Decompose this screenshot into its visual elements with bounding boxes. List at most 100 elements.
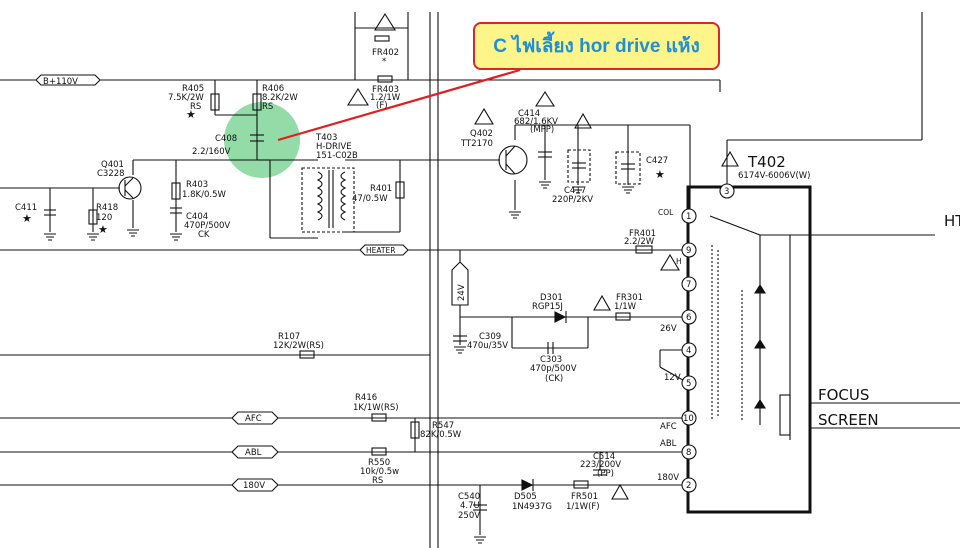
screen-output-label: SCREEN — [818, 411, 879, 429]
fr403-label: FR403 — [372, 85, 399, 95]
t403-part: 151-C02B — [316, 151, 358, 161]
c514-capacitor — [593, 469, 607, 476]
d505-label: D505 — [514, 492, 537, 502]
d505-diode — [521, 479, 534, 491]
d301-part: RGP15J — [532, 302, 563, 312]
c404-value: 470P/500V — [184, 221, 230, 231]
pin-26v-label: 26V — [660, 324, 677, 334]
fr403-fuse-resistor — [347, 75, 393, 106]
r406-label: R406 — [262, 84, 284, 94]
r418-resistor — [88, 209, 98, 225]
d301-diode — [554, 311, 567, 323]
r547-value: 82K/0.5W — [420, 430, 462, 440]
c427-label: C427 — [646, 156, 668, 166]
net-abl-label: ABL — [245, 448, 262, 458]
r405-resistor — [210, 93, 220, 111]
t402-flyback — [681, 183, 812, 514]
r418-value: 120 — [96, 213, 112, 223]
svg-text:★: ★ — [98, 223, 108, 236]
c309-value: 470u/35V — [467, 341, 508, 351]
r107-value: 12K/2W(RS) — [273, 341, 324, 351]
c411-label: C411 — [15, 203, 37, 213]
d505-part: 1N4937G — [512, 502, 552, 512]
pin-h-label: H — [676, 257, 682, 266]
pin-9: 9 — [686, 246, 691, 256]
r403-label: R403 — [186, 180, 208, 190]
pin-6: 6 — [686, 313, 691, 323]
fr402-label: FR402 — [372, 48, 399, 58]
svg-text:★: ★ — [186, 108, 196, 121]
pin-180v-label: 180V — [657, 473, 679, 483]
focus-output-label: FOCUS — [818, 386, 869, 404]
net-180v-label: 180V — [243, 481, 265, 491]
ground-symbols — [44, 181, 634, 544]
c408-label: C408 — [215, 134, 237, 144]
c303-capacitor — [547, 342, 554, 354]
c303-label: C303 — [540, 355, 562, 365]
r405-note: RS — [190, 102, 201, 112]
t403-type: H-DRIVE — [316, 142, 352, 152]
pin-10: 10 — [683, 414, 694, 424]
r406-note: RS — [262, 102, 273, 112]
c540-value: 4.7U — [460, 501, 480, 511]
fr501-value: 1/1W(F) — [566, 502, 600, 512]
t402-spec: 6174V-6006V(W) — [738, 171, 811, 181]
r550-value: 10k/0.5w — [360, 467, 399, 477]
fr301-label: FR301 — [616, 293, 643, 303]
r547-resistor — [410, 421, 420, 439]
c514-label: C514 — [593, 452, 615, 462]
r107-label: R107 — [278, 332, 300, 342]
r403-resistor — [171, 182, 181, 200]
c540-capacitor — [473, 504, 487, 511]
t402-label: T402 — [747, 153, 786, 171]
r550-resistor — [371, 447, 387, 456]
net-flags — [35, 74, 409, 492]
fr301-fuse-resistor — [593, 294, 631, 321]
fr401-label: FR401 — [629, 229, 656, 239]
c414-capacitor — [534, 90, 592, 158]
c540-voltage: 250V — [458, 511, 480, 521]
q401-part: C3228 — [97, 169, 125, 179]
net-24v-label: 24V — [457, 284, 467, 301]
net-b110-label: B+110V — [43, 77, 78, 87]
pin-5: 5 — [686, 379, 691, 389]
t403-transformer — [301, 167, 355, 233]
c414-value: 682/1.6KV — [514, 117, 558, 127]
pin-3: 3 — [724, 187, 729, 197]
fr501-fuse-resistor — [573, 480, 629, 500]
pin-afc-label: AFC — [660, 422, 677, 432]
fr401-fuse-resistor — [635, 245, 680, 271]
r547-label: R547 — [432, 421, 454, 431]
net-heater-label: HEATER — [366, 246, 395, 255]
r401-value: 47/0.5W — [352, 194, 388, 204]
fr402-mark: * — [382, 57, 386, 67]
r416-label: R416 — [355, 393, 377, 403]
pin-12v-label: 12V — [664, 373, 681, 383]
fr402-fuse-resistor — [374, 12, 396, 42]
svg-text:★: ★ — [655, 168, 665, 181]
c408-capacitor — [250, 134, 264, 142]
svg-text:★: ★ — [22, 212, 32, 225]
c414-label: C414 — [518, 109, 540, 119]
pin-1: 1 — [686, 212, 691, 222]
c427-capacitor — [615, 151, 641, 185]
r405-value: 7.5K/2W — [168, 93, 204, 103]
c417-value: 220P/2KV — [552, 195, 593, 205]
callout-arrow — [277, 68, 521, 142]
pin-4: 4 — [686, 346, 691, 356]
pin-col-label: COL — [658, 208, 674, 217]
r107-resistor — [299, 350, 315, 359]
c540-label: C540 — [458, 492, 480, 502]
fr401-value: 2.2/2W — [624, 237, 655, 247]
c303-note: (CK) — [545, 374, 563, 384]
r550-label: R550 — [368, 458, 390, 468]
c417-capacitor — [567, 149, 591, 183]
fr501-label: FR501 — [571, 492, 598, 502]
safety-marks — [474, 107, 739, 167]
q402-label: Q402 — [470, 129, 493, 139]
c514-value: 223/200V — [580, 460, 621, 470]
r405-label: R405 — [182, 84, 204, 94]
annotation-callout-text: C ไฟเลี้ยง hor drive แห้ง — [493, 36, 700, 57]
